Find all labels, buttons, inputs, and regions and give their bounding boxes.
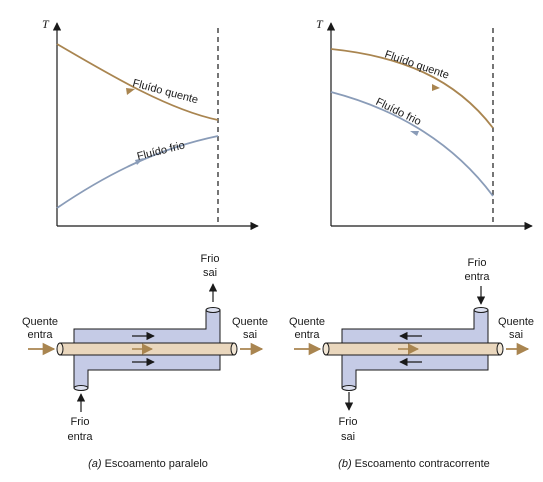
cold-fluid-label: Fluído frio — [374, 96, 423, 128]
caption-counterflow-letter: (b) — [338, 458, 355, 470]
hot-outlet-label: Quente — [498, 316, 534, 328]
caption-parallel-text: Escoamento paralelo — [105, 458, 208, 470]
cold-flow-arrowhead-icon — [135, 158, 144, 165]
cold-outlet-label: Frio — [201, 253, 220, 265]
hot-outlet-label-2: sai — [509, 329, 523, 341]
cold-fluid-curve — [330, 91, 494, 197]
caption-parallel-letter: (a) — [88, 458, 105, 470]
hot-flow-arrowhead-icon — [432, 84, 440, 91]
cold-outlet-label: Frio — [339, 416, 358, 428]
caption-counterflow-text: Escoamento contracorrente — [355, 458, 490, 470]
hot-fluid-label: Fluído quente — [383, 48, 451, 81]
shell-top-nozzle-end — [473, 307, 489, 313]
caption-parallel: (a) Escoamento paralelo — [88, 458, 208, 470]
hot-outlet-label-2: sai — [243, 329, 257, 341]
cold-inlet-label-2: entra — [464, 271, 490, 283]
cold-fluid-label: Fluído frio — [136, 139, 186, 162]
shell-bottom-nozzle-end — [73, 385, 89, 391]
cold-outlet-label-2: sai — [203, 267, 217, 279]
cold-flow-arrowhead-icon — [410, 131, 419, 136]
hot-inlet-label-2: entra — [294, 329, 320, 341]
shell-bottom-nozzle-end — [341, 385, 357, 391]
cold-inlet-label: Frio — [468, 257, 487, 269]
hot-fluid-curve — [56, 43, 219, 121]
hot-inlet-label: Quente — [289, 316, 325, 328]
chart-counterflow: T Fluído quente Fluído frio — [316, 17, 533, 231]
hot-flow-arrowhead-icon — [126, 88, 135, 95]
y-axis-label: T — [42, 17, 50, 31]
cold-outlet-label-2: sai — [341, 431, 355, 443]
tube-inlet-end — [322, 342, 330, 356]
hot-fluid-curve — [330, 48, 494, 129]
hot-inlet-label: Quente — [22, 316, 58, 328]
cold-inlet-label-2: entra — [67, 431, 93, 443]
y-axis-label: T — [316, 17, 324, 31]
tube-outlet-end — [496, 342, 504, 356]
hot-inlet-label-2: entra — [27, 329, 53, 341]
exchanger-counterflow: Quente entra Quente sai Frio entra Frio … — [289, 257, 534, 443]
shell-top-nozzle-end — [205, 307, 221, 313]
chart-parallel: T Fluído quente Fluído frio — [42, 17, 259, 231]
cold-fluid-curve — [56, 135, 219, 209]
tube-inlet-end — [56, 342, 64, 356]
hot-outlet-label: Quente — [232, 316, 268, 328]
cold-inlet-label: Frio — [71, 416, 90, 428]
tube-outlet-end — [230, 342, 238, 356]
exchanger-parallel: Quente entra Quente sai Frio entra Frio … — [22, 253, 268, 443]
caption-counterflow: (b) Escoamento contracorrente — [338, 458, 490, 470]
